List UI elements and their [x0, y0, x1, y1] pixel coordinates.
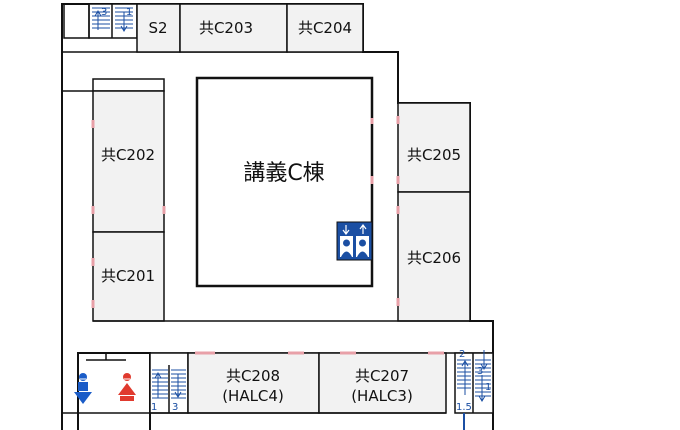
stairs-bottom-icon [152, 365, 186, 413]
restroom-area [74, 353, 136, 404]
label-c208-sub: (HALC4) [222, 387, 284, 405]
stair-num-right-c: 1 [485, 382, 491, 393]
top-rooms [88, 3, 364, 53]
label-lecture-c: 講義C棟 [243, 161, 324, 186]
label-c205: 共C205 [407, 146, 461, 164]
female-restroom-icon [118, 373, 136, 401]
doors [91, 116, 444, 355]
stairs-top-icon [92, 4, 133, 38]
label-c207-sub: (HALC3) [351, 387, 413, 405]
room-c205[interactable] [397, 102, 471, 193]
room-c207[interactable] [318, 352, 447, 414]
label-c201: 共C201 [101, 267, 155, 285]
right-rooms [397, 102, 471, 322]
label-c203: 共C203 [199, 19, 253, 37]
room-s2[interactable] [136, 3, 181, 53]
stair-top [88, 3, 138, 39]
room-c203[interactable] [179, 3, 288, 53]
stairs-right-icon [454, 350, 494, 430]
room-c206[interactable] [397, 191, 471, 322]
stair-num-right-b: 3 [477, 366, 483, 377]
label-c202: 共C202 [101, 146, 155, 164]
stair-num-top-a: 3 [101, 7, 107, 18]
stair-num-bottom-a: 1 [151, 402, 157, 413]
stair-num-top-b: 1 [126, 7, 132, 18]
label-c204: 共C204 [298, 19, 352, 37]
male-restroom-icon [74, 373, 92, 404]
stair-num-right-a: 2 [459, 349, 465, 360]
label-c206: 共C206 [407, 249, 461, 267]
bottom-rooms [62, 352, 447, 414]
stair-num-right-d: 1.5 [456, 402, 472, 413]
room-c204[interactable] [286, 3, 364, 53]
room-c201[interactable] [92, 231, 165, 322]
label-c208: 共C208 [226, 367, 280, 385]
stair-num-bottom-b: 3 [172, 402, 178, 413]
label-s2: S2 [148, 19, 167, 37]
left-rooms [92, 78, 165, 322]
label-c207: 共C207 [355, 367, 409, 385]
elevator-icon [336, 221, 373, 261]
room-c202-header [92, 78, 165, 92]
room-c202[interactable] [92, 90, 165, 233]
room-c208[interactable] [187, 352, 320, 414]
corridor-inner [93, 320, 493, 354]
